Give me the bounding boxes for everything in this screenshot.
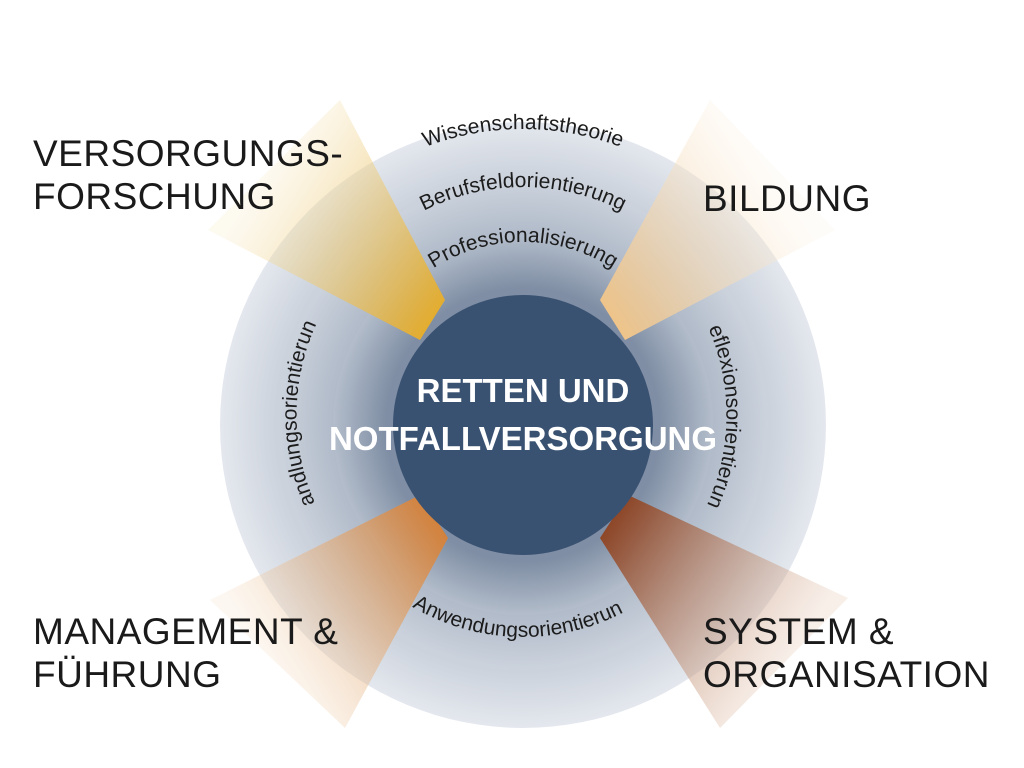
center-circle xyxy=(393,295,653,555)
corner-label-line: ORGANISATION xyxy=(703,654,990,695)
corner-label-line: BILDUNG xyxy=(703,178,871,219)
corner-label-line: VERSORGUNGS- xyxy=(33,133,344,174)
corner-label-line: MANAGEMENT & xyxy=(33,611,339,652)
center-title-line1: RETTEN UND xyxy=(417,372,630,409)
corner-label-line: SYSTEM & xyxy=(703,611,895,652)
corner-label-system-organisation: SYSTEM & ORGANISATION xyxy=(703,610,990,696)
corner-label-line: FORSCHUNG xyxy=(33,176,276,217)
beam-top-left xyxy=(208,100,445,340)
beam-bottom-left xyxy=(210,495,448,728)
center-title-line2: NOTFALLVERSORGUNG xyxy=(329,420,717,457)
beam-bottom-right xyxy=(600,495,848,728)
corner-label-management-fuehrung: MANAGEMENT & FÜHRUNG xyxy=(33,610,338,696)
corner-label-versorgungsforschung: VERSORGUNGS- FORSCHUNG xyxy=(33,132,343,218)
corner-label-line: FÜHRUNG xyxy=(33,654,222,695)
beam-top-right xyxy=(600,100,835,340)
corner-label-bildung: BILDUNG xyxy=(703,177,871,220)
